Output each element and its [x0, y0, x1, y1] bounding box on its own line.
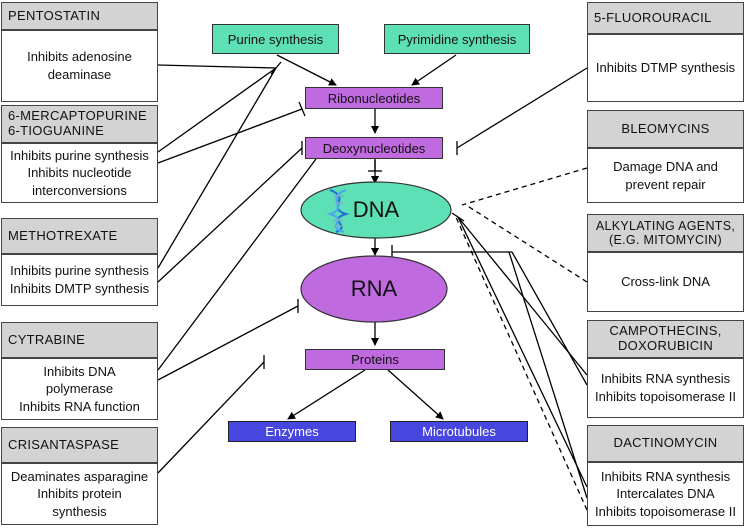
enzymes-box: Enzymes: [228, 421, 356, 442]
dna-label: DNA: [352, 197, 400, 222]
inhibit-methotrexate-2: [157, 147, 303, 283]
inhibit-methotrexate-1: [157, 67, 277, 269]
campothecins-action: Inhibits RNA synthesis Inhibits topoisom…: [587, 358, 744, 418]
bleomycins-action: Damage DNA and prevent repair: [587, 148, 744, 203]
alkylating-action: Cross-link DNA: [587, 252, 744, 312]
fluorouracil-action: Inhibits DTMP synthesis: [587, 34, 744, 102]
dactinomycin-header: DACTINOMYCIN: [587, 425, 744, 462]
pentostatin-action: Inhibits adenosine deaminase: [1, 30, 158, 102]
alkylating-header: ALKYLATING AGENTS, (E.G. MITOMYCIN): [587, 214, 744, 252]
ribonucleotides-box: Ribonucleotides: [305, 87, 443, 109]
inhibit-mercaptopurine-2: [157, 108, 303, 164]
inhibit-dactinomycin-rna: [508, 251, 588, 499]
dactinomycin-action: Inhibits RNA synthesis Intercalates DNA …: [587, 462, 744, 526]
campothecins-header: CAMPOTHECINS, DOXORUBICIN: [587, 320, 744, 358]
inhibit-mercaptopurine-1: [157, 67, 277, 153]
rna-label: RNA: [350, 276, 398, 301]
bleomycins-header: BLEOMYCINS: [587, 110, 744, 148]
arrow-purine-to-ribonucleotides: [276, 54, 337, 86]
mercaptopurine-header: 6-MERCAPTOPURINE 6-TIOGUANINE: [1, 105, 158, 143]
crisantaspase-action: Deaminates asparagine Inhibits protein s…: [1, 463, 158, 525]
inhibit-cytrabine-1: [157, 158, 317, 371]
inhibit-campothecins-rna: [511, 251, 588, 386]
pentostatin-header: PENTOSTATIN: [1, 2, 158, 30]
inhibit-dactinomycin-dna: [457, 216, 588, 488]
inhibit-cytrabine-2: [157, 305, 299, 381]
methotrexate-header: METHOTREXATE: [1, 218, 158, 254]
pyrimidine-synthesis-box: Pyrimidine synthesis: [384, 24, 530, 54]
rna-ellipse: [300, 255, 448, 323]
proteins-box: Proteins: [305, 349, 445, 370]
mercaptopurine-action: Inhibits purine synthesis Inhibits nucle…: [1, 143, 158, 203]
arrow-proteins-to-enzymes: [287, 369, 366, 420]
fluorouracil-header: 5-FLUOROURACIL: [587, 2, 744, 34]
methotrexate-action: Inhibits purine synthesis Inhibits DMTP …: [1, 254, 158, 306]
dashed-bleomycins: [461, 167, 588, 206]
dashed-alkylating: [465, 204, 588, 283]
purine-synthesis-box: Purine synthesis: [212, 24, 339, 54]
dashed-dactinomycin-intercalates: [454, 214, 588, 511]
inhibit-fluorouracil: [456, 67, 588, 149]
arrow-proteins-to-microtubules: [387, 369, 444, 420]
deoxynucleotides-box: Deoxynucleotides: [305, 137, 443, 159]
microtubules-box: Microtubules: [390, 421, 528, 442]
cytrabine-action: Inhibits DNA polymerase Inhibits RNA fun…: [1, 358, 158, 420]
dna-helix-icon: [326, 188, 350, 234]
inhibit-pentostatin: [157, 64, 277, 69]
crisantaspase-header: CRISANTASPASE: [1, 427, 158, 463]
inhibit-crisantaspase: [157, 361, 265, 474]
cytrabine-header: CYTRABINE: [1, 322, 158, 358]
arrow-pyrimidine-to-ribonucleotides: [411, 54, 457, 86]
